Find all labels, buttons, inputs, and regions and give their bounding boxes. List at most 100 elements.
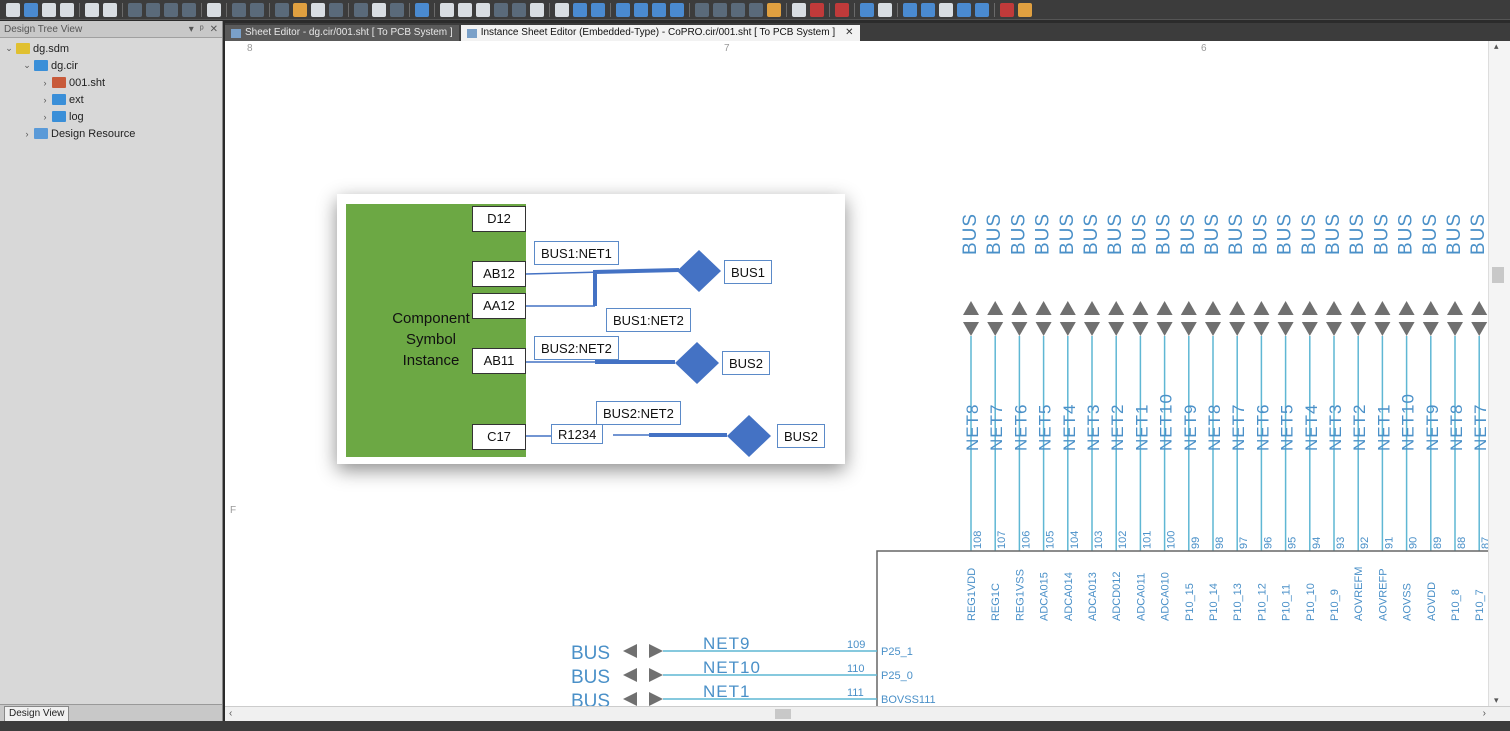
- toolbar-button-icon[interactable]: [767, 2, 781, 17]
- toolbar-button-icon[interactable]: [128, 2, 142, 17]
- ruler-mark-f: F: [230, 505, 237, 516]
- pin-number: 104: [1069, 531, 1081, 549]
- scroll-thumb[interactable]: [1492, 267, 1504, 283]
- toolbar-button-icon[interactable]: [24, 2, 38, 17]
- toolbar-button-icon[interactable]: [60, 2, 74, 17]
- toolbar-button-icon[interactable]: [591, 2, 605, 17]
- chevron-right-icon[interactable]: ›: [43, 77, 47, 88]
- net-label: NET4: [1060, 404, 1079, 451]
- toolbar-separator: [829, 2, 830, 17]
- bus-arrow-down-icon: [1180, 322, 1197, 336]
- toolbar-button-icon[interactable]: [939, 2, 953, 17]
- tab-sheet-editor[interactable]: Sheet Editor - dg.cir/001.sht [ To PCB S…: [225, 25, 459, 41]
- toolbar-button-icon[interactable]: [512, 2, 526, 17]
- toolbar-button-icon[interactable]: [1000, 2, 1014, 17]
- toolbar-button-icon[interactable]: [275, 2, 289, 17]
- toolbar-button-icon[interactable]: [293, 2, 307, 17]
- scroll-thumb[interactable]: [775, 709, 791, 719]
- toolbar-button-icon[interactable]: [957, 2, 971, 17]
- toolbar-button-icon[interactable]: [390, 2, 404, 17]
- toolbar-button-icon[interactable]: [634, 2, 648, 17]
- toolbar-button-icon[interactable]: [372, 2, 386, 17]
- toolbar-button-icon[interactable]: [415, 2, 429, 17]
- toolbar-button-icon[interactable]: [670, 2, 684, 17]
- pin-number: 90: [1408, 537, 1420, 549]
- toolbar-button-icon[interactable]: [232, 2, 246, 17]
- bus-arrow-up-icon: [1229, 301, 1246, 315]
- chevron-right-icon[interactable]: ›: [1482, 708, 1486, 719]
- toolbar-button-icon[interactable]: [42, 2, 56, 17]
- chevron-down-icon[interactable]: ⌄: [5, 43, 13, 53]
- tree-item-log[interactable]: › log: [0, 108, 222, 125]
- toolbar-button-icon[interactable]: [207, 2, 221, 17]
- toolbar-button-icon[interactable]: [164, 2, 178, 17]
- toolbar-button-icon[interactable]: [749, 2, 763, 17]
- pushpin-icon[interactable]: ᵖ: [199, 23, 204, 35]
- tree-item-sdm[interactable]: ⌄ dg.sdm: [0, 40, 222, 57]
- toolbar-button-icon[interactable]: [103, 2, 117, 17]
- toolbar-button-icon[interactable]: [921, 2, 935, 17]
- toolbar-button-icon[interactable]: [810, 2, 824, 17]
- bus-arrow-up-icon: [1253, 301, 1270, 315]
- toolbar-button-icon[interactable]: [250, 2, 264, 17]
- close-icon[interactable]: ✕: [209, 23, 218, 35]
- toolbar-button-icon[interactable]: [555, 2, 569, 17]
- resource-icon: [34, 128, 48, 139]
- toolbar-button-icon[interactable]: [975, 2, 989, 17]
- chevron-left-icon[interactable]: ‹: [229, 708, 233, 719]
- toolbar-button-icon[interactable]: [85, 2, 99, 17]
- horizontal-scrollbar[interactable]: ‹ ›: [225, 706, 1510, 722]
- bus-arrow-down-icon: [1108, 322, 1125, 336]
- chevron-right-icon[interactable]: ›: [43, 111, 47, 122]
- pin-icon[interactable]: ▾: [188, 23, 194, 35]
- toolbar-button-icon[interactable]: [329, 2, 343, 17]
- net-label: NET6: [1253, 404, 1272, 451]
- tab-design-view[interactable]: Design View: [4, 706, 70, 722]
- toolbar-button-icon[interactable]: [573, 2, 587, 17]
- toolbar-button-icon[interactable]: [616, 2, 630, 17]
- bus-arrow-up-icon: [963, 301, 979, 315]
- net-label: NET9: [1423, 404, 1442, 451]
- toolbar-button-icon[interactable]: [695, 2, 709, 17]
- tree-item-cir[interactable]: ⌄ dg.cir: [0, 57, 222, 74]
- toolbar-button-icon[interactable]: [354, 2, 368, 17]
- toolbar-button-icon[interactable]: [440, 2, 454, 17]
- toolbar-button-icon[interactable]: [458, 2, 472, 17]
- bus-arrow-up-icon: [1422, 301, 1439, 315]
- toolbar-button-icon[interactable]: [1018, 2, 1032, 17]
- tree-item-ext[interactable]: › ext: [0, 91, 222, 108]
- chevron-down-icon[interactable]: ▾: [1494, 695, 1499, 705]
- pin-name: AOVREFM: [1353, 567, 1365, 621]
- toolbar-button-icon[interactable]: [182, 2, 196, 17]
- toolbar-button-icon[interactable]: [311, 2, 325, 17]
- close-tab-icon[interactable]: ✕: [845, 27, 854, 38]
- bus-label: BUS: [1008, 213, 1029, 255]
- toolbar-button-icon[interactable]: [903, 2, 917, 17]
- toolbar-button-icon[interactable]: [146, 2, 160, 17]
- toolbar-button-icon[interactable]: [652, 2, 666, 17]
- toolbar-button-icon[interactable]: [713, 2, 727, 17]
- tree-item-sheet[interactable]: › 001.sht: [0, 74, 222, 91]
- toolbar-button-icon[interactable]: [530, 2, 544, 17]
- toolbar-button-icon[interactable]: [6, 2, 20, 17]
- toolbar-button-icon[interactable]: [731, 2, 745, 17]
- chevron-right-icon[interactable]: ›: [43, 94, 47, 105]
- toolbar-button-icon[interactable]: [476, 2, 490, 17]
- tab-instance-sheet-editor[interactable]: Instance Sheet Editor (Embedded-Type) - …: [460, 25, 860, 41]
- tree-item-design-resource[interactable]: › Design Resource: [0, 125, 222, 142]
- toolbar-button-icon[interactable]: [860, 2, 874, 17]
- inset-illustration: Component Symbol Instance D12 AB12 AA12 …: [337, 194, 845, 464]
- toolbar-button-icon[interactable]: [878, 2, 892, 17]
- bus-arrow-down-icon: [1035, 322, 1052, 336]
- chevron-right-icon[interactable]: ›: [25, 128, 29, 139]
- chevron-down-icon[interactable]: ⌄: [23, 60, 31, 70]
- toolbar-button-icon[interactable]: [494, 2, 508, 17]
- bus-label: BUS: [1420, 213, 1441, 255]
- pin-aa12: AA12: [472, 293, 526, 319]
- toolbar-button-icon[interactable]: [792, 2, 806, 17]
- toolbar-separator: [409, 2, 410, 17]
- chevron-up-icon[interactable]: ▴: [1494, 41, 1499, 51]
- toolbar-button-icon[interactable]: [835, 2, 849, 17]
- vertical-scrollbar[interactable]: ▴ ▾: [1488, 41, 1510, 706]
